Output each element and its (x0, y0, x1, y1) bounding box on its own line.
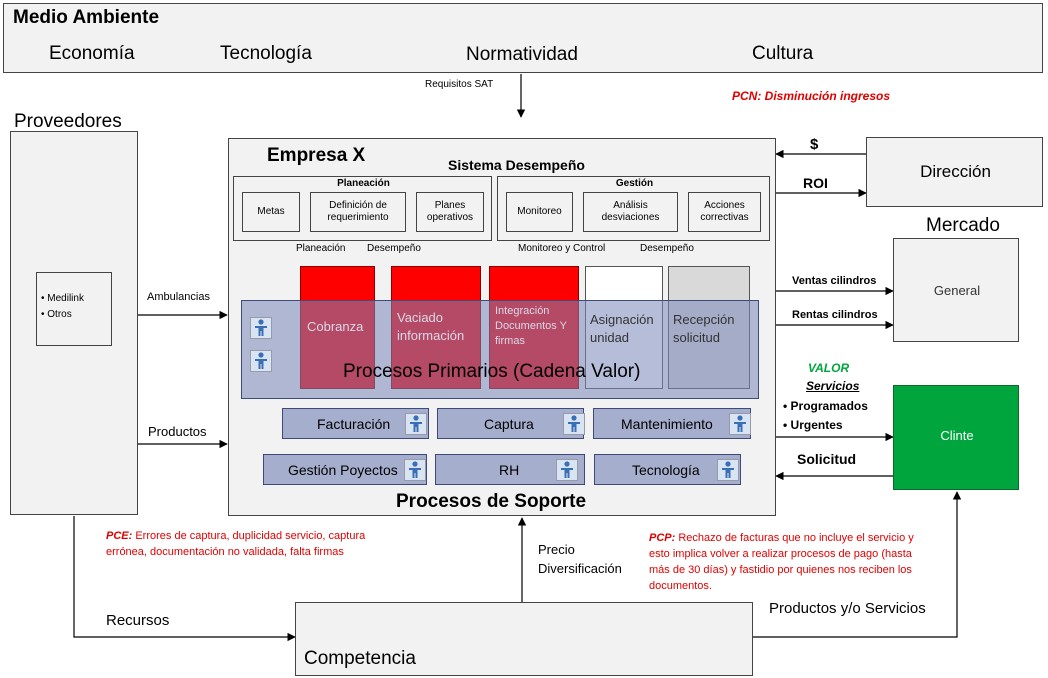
support-mantenimiento: Mantenimiento (593, 408, 751, 439)
suppliers-list: • Medilink • Otros (36, 272, 112, 346)
planes-operativos-box: Planes operativos (416, 192, 484, 232)
valor-title: VALOR (808, 361, 850, 375)
person-icon (563, 413, 585, 435)
solicitud-label: Solicitud (797, 451, 857, 467)
flow-label-desempeno-1: Desempeño (367, 243, 421, 254)
metas-box: Metas (242, 192, 300, 232)
supplier-otros: • Otros (41, 309, 72, 320)
recursos-label: Recursos (106, 612, 170, 629)
environment-item-cultura: Cultura (752, 43, 814, 64)
flow-label-monitoreo: Monitoreo y Control (518, 243, 606, 254)
productos-label: Productos (148, 424, 207, 439)
supplier-otros-label: Otros (47, 309, 72, 320)
servicio-programados-label: Programados (790, 399, 868, 413)
pce-label: PCE: (106, 530, 133, 542)
pce-note: PCE: Errores de captura, duplicidad serv… (106, 528, 376, 560)
servicio-urgentes: • Urgentes (783, 418, 843, 432)
requisitos-label: Requisitos SAT (425, 79, 494, 90)
acciones-correctivas-box: Acciones correctivas (688, 192, 761, 232)
primary-label-integracion: Integración Documentos Y firmas (495, 305, 567, 347)
support-gestion-proyectos: Gestión Poyectos (263, 454, 427, 485)
roi-label: ROI (803, 175, 828, 191)
procesos-primarios-band (241, 300, 759, 399)
procesos-soporte-title: Procesos de Soporte (396, 491, 587, 512)
supplier-medilink: • Medilink (41, 293, 84, 304)
empresa-title: Empresa X (267, 145, 366, 166)
clinte-box: Clinte (893, 385, 1019, 490)
support-facturacion-label: Facturación (317, 416, 391, 432)
definicion-requerimiento-box: Definición de requerimiento (310, 192, 406, 232)
competencia-title: Competencia (304, 648, 416, 669)
competencia-box: Competencia (295, 602, 753, 676)
pcn-note: PCN: Disminución ingresos (732, 89, 891, 103)
rentas-label: Rentas cilindros (792, 309, 878, 321)
person-icon (717, 459, 739, 481)
servicio-programados: • Programados (783, 399, 868, 413)
support-captura-label: Captura (484, 416, 534, 432)
environment-item-tecnologia: Tecnología (220, 43, 312, 64)
environment-item-economia: Economía (49, 43, 135, 64)
person-icon (729, 413, 751, 435)
primary-label-vaciado: Vaciado información (397, 310, 465, 343)
person-icon (250, 317, 272, 339)
primary-label-cobranza: Cobranza (307, 319, 364, 334)
planeacion-group-title: Planeación (337, 178, 390, 189)
supplier-medilink-label: Medilink (47, 293, 84, 304)
pcp-text: Rechazo de facturas que no incluye el se… (649, 532, 914, 592)
productos-servicios-label: Productos y/o Servicios (769, 600, 926, 617)
environment-box: Medio Ambiente Economía Tecnología Norma… (3, 3, 1043, 73)
mercado-general-label: General (933, 283, 981, 298)
support-tecnologia: Tecnología (594, 454, 741, 485)
clinte-label: Clinte (940, 428, 974, 443)
sistema-desempeno-title: Sistema Desempeño (448, 157, 585, 173)
environment-item-normatividad: Normatividad (466, 44, 578, 65)
procesos-primarios-title: Procesos Primarios (Cadena Valor) (343, 361, 641, 382)
monitoreo-box: Monitoreo (506, 192, 573, 232)
primary-label-recepcion: Recepción solicitud (673, 312, 735, 345)
environment-title: Medio Ambiente (13, 7, 160, 28)
person-icon (405, 413, 427, 435)
primary-label-asignacion: Asignación unidad (590, 312, 654, 345)
pce-text: Errores de captura, duplicidad servicio,… (106, 530, 366, 558)
pcp-note: PCP: Rechazo de facturas que no incluye … (649, 530, 934, 594)
support-gestion-proyectos-label: Gestión Poyectos (288, 462, 398, 478)
analisis-desviaciones-box: Análisis desviaciones (583, 192, 678, 232)
person-icon (250, 350, 272, 372)
direccion-title: Dirección (920, 162, 991, 181)
flow-label-desempeno-2: Desempeño (640, 243, 694, 254)
support-facturacion: Facturación (282, 408, 429, 439)
mercado-title: Mercado (926, 215, 1000, 236)
person-icon (404, 459, 426, 481)
precio-label: Precio (538, 542, 575, 557)
servicios-title: Servicios (806, 379, 860, 393)
person-icon (556, 459, 578, 481)
proveedores-title: Proveedores (14, 111, 122, 132)
support-rh: RH (435, 454, 585, 485)
servicio-urgentes-label: Urgentes (790, 418, 843, 432)
gestion-group-title: Gestión (615, 178, 654, 189)
ventas-label: Ventas cilindros (792, 275, 877, 287)
diversificacion-label: Diversificación (538, 561, 622, 576)
direccion-box: Dirección (866, 137, 1043, 207)
ambulancias-label: Ambulancias (147, 291, 210, 303)
pcp-label: PCP: (649, 532, 676, 544)
support-mantenimiento-label: Mantenimiento (621, 416, 713, 432)
support-rh-label: RH (499, 462, 520, 478)
dollar-label: $ (810, 136, 819, 153)
mercado-general-box: General (893, 238, 1019, 342)
support-captura: Captura (437, 408, 585, 439)
proveedores-box: • Medilink • Otros (10, 131, 138, 515)
flow-label-planeacion: Planeación (296, 243, 346, 254)
support-tecnologia-label: Tecnología (632, 462, 700, 478)
